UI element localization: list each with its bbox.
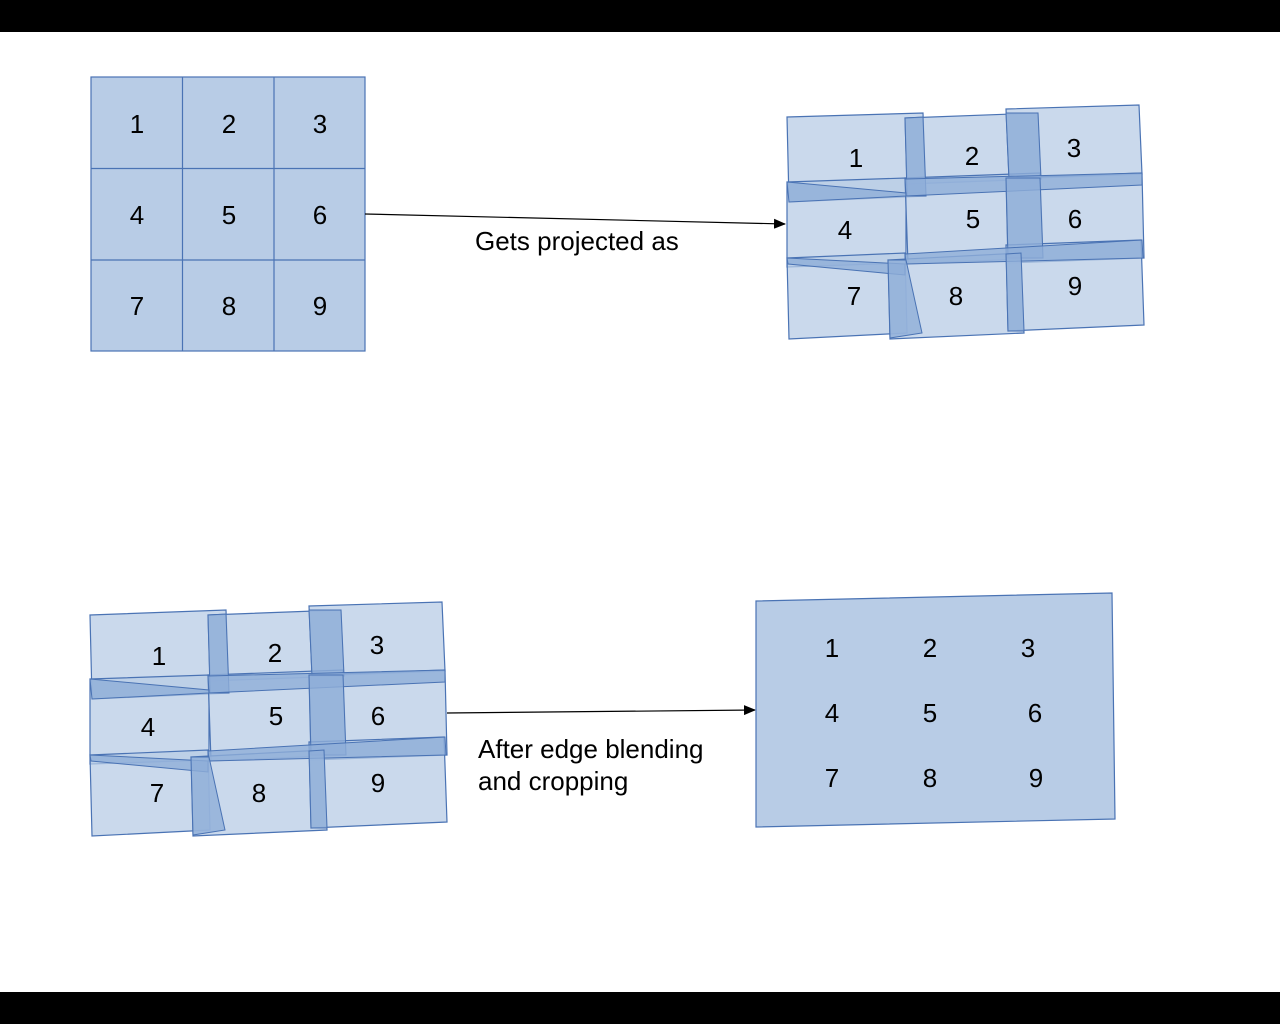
overlap-band xyxy=(786,181,907,203)
blended-surface xyxy=(755,592,1116,828)
projected-overlaps-before-blending xyxy=(89,609,447,836)
arrow-blended xyxy=(446,705,756,716)
diagram-canvas: 1 2 3 4 5 6 7 8 9 Gets projected as 1 2 xyxy=(0,32,1280,992)
projected-labels-before-blending: 1 2 3 4 5 6 7 8 9 xyxy=(141,630,385,808)
tile-label: 3 xyxy=(1021,633,1035,663)
tile-label: 6 xyxy=(371,701,385,731)
tile-label: 4 xyxy=(130,200,144,230)
tile-label: 9 xyxy=(1068,271,1082,301)
overlap-band xyxy=(904,116,927,197)
arrow-projected xyxy=(364,213,786,229)
tile-label: 2 xyxy=(268,638,282,668)
tile-label: 6 xyxy=(1068,204,1082,234)
arrow-blended-label-line1: After edge blending xyxy=(478,734,704,764)
tile-label: 1 xyxy=(825,633,839,663)
tile-label: 2 xyxy=(923,633,937,663)
top-black-bar xyxy=(0,0,1280,32)
tile-label: 7 xyxy=(130,291,144,321)
tile-label: 6 xyxy=(1028,698,1042,728)
projected-labels: 1 2 3 4 5 6 7 8 9 xyxy=(838,133,1082,311)
diagram-svg: 1 2 3 4 5 6 7 8 9 Gets projected as 1 2 xyxy=(89,76,1145,837)
overlap-band xyxy=(89,678,210,700)
tile-label: 4 xyxy=(825,698,839,728)
overlap-band xyxy=(1005,112,1042,180)
overlap-band xyxy=(887,259,923,339)
tile-label: 2 xyxy=(222,109,236,139)
overlap-band xyxy=(1005,252,1025,332)
tile-label: 3 xyxy=(370,630,384,660)
arrow-projected-label: Gets projected as xyxy=(475,226,679,256)
overlap-band xyxy=(308,749,328,829)
tile-label: 3 xyxy=(313,109,327,139)
original-grid-background xyxy=(90,76,366,352)
tile-label: 9 xyxy=(313,291,327,321)
tile-label: 5 xyxy=(269,701,283,731)
bottom-black-bar xyxy=(0,992,1280,1024)
overlap-band xyxy=(207,613,230,694)
tile-label: 7 xyxy=(825,763,839,793)
tile-label: 1 xyxy=(152,641,166,671)
tile-label: 6 xyxy=(313,200,327,230)
tile-label: 5 xyxy=(966,204,980,234)
tile-label: 9 xyxy=(371,768,385,798)
tile-label: 3 xyxy=(1067,133,1081,163)
tile-label: 9 xyxy=(1029,763,1043,793)
original-grid: 1 2 3 4 5 6 7 8 9 xyxy=(90,76,366,352)
overlap-band xyxy=(308,609,345,677)
tile-label: 1 xyxy=(849,143,863,173)
tile-label: 8 xyxy=(252,778,266,808)
tile-label: 4 xyxy=(838,215,852,245)
tile-label: 5 xyxy=(923,698,937,728)
tile-label: 5 xyxy=(222,200,236,230)
tile-label: 2 xyxy=(965,141,979,171)
overlap-band xyxy=(190,756,226,836)
tile-label: 7 xyxy=(150,778,164,808)
tile-label: 8 xyxy=(923,763,937,793)
tile-label: 1 xyxy=(130,109,144,139)
tile-label: 8 xyxy=(949,281,963,311)
tile-label: 7 xyxy=(847,281,861,311)
arrow-blended-label-line2: and cropping xyxy=(478,766,628,796)
blended-result: 1 2 3 4 5 6 7 8 9 xyxy=(755,592,1116,828)
tile-label: 8 xyxy=(222,291,236,321)
tile-label: 4 xyxy=(141,712,155,742)
projected-overlaps xyxy=(786,112,1144,339)
